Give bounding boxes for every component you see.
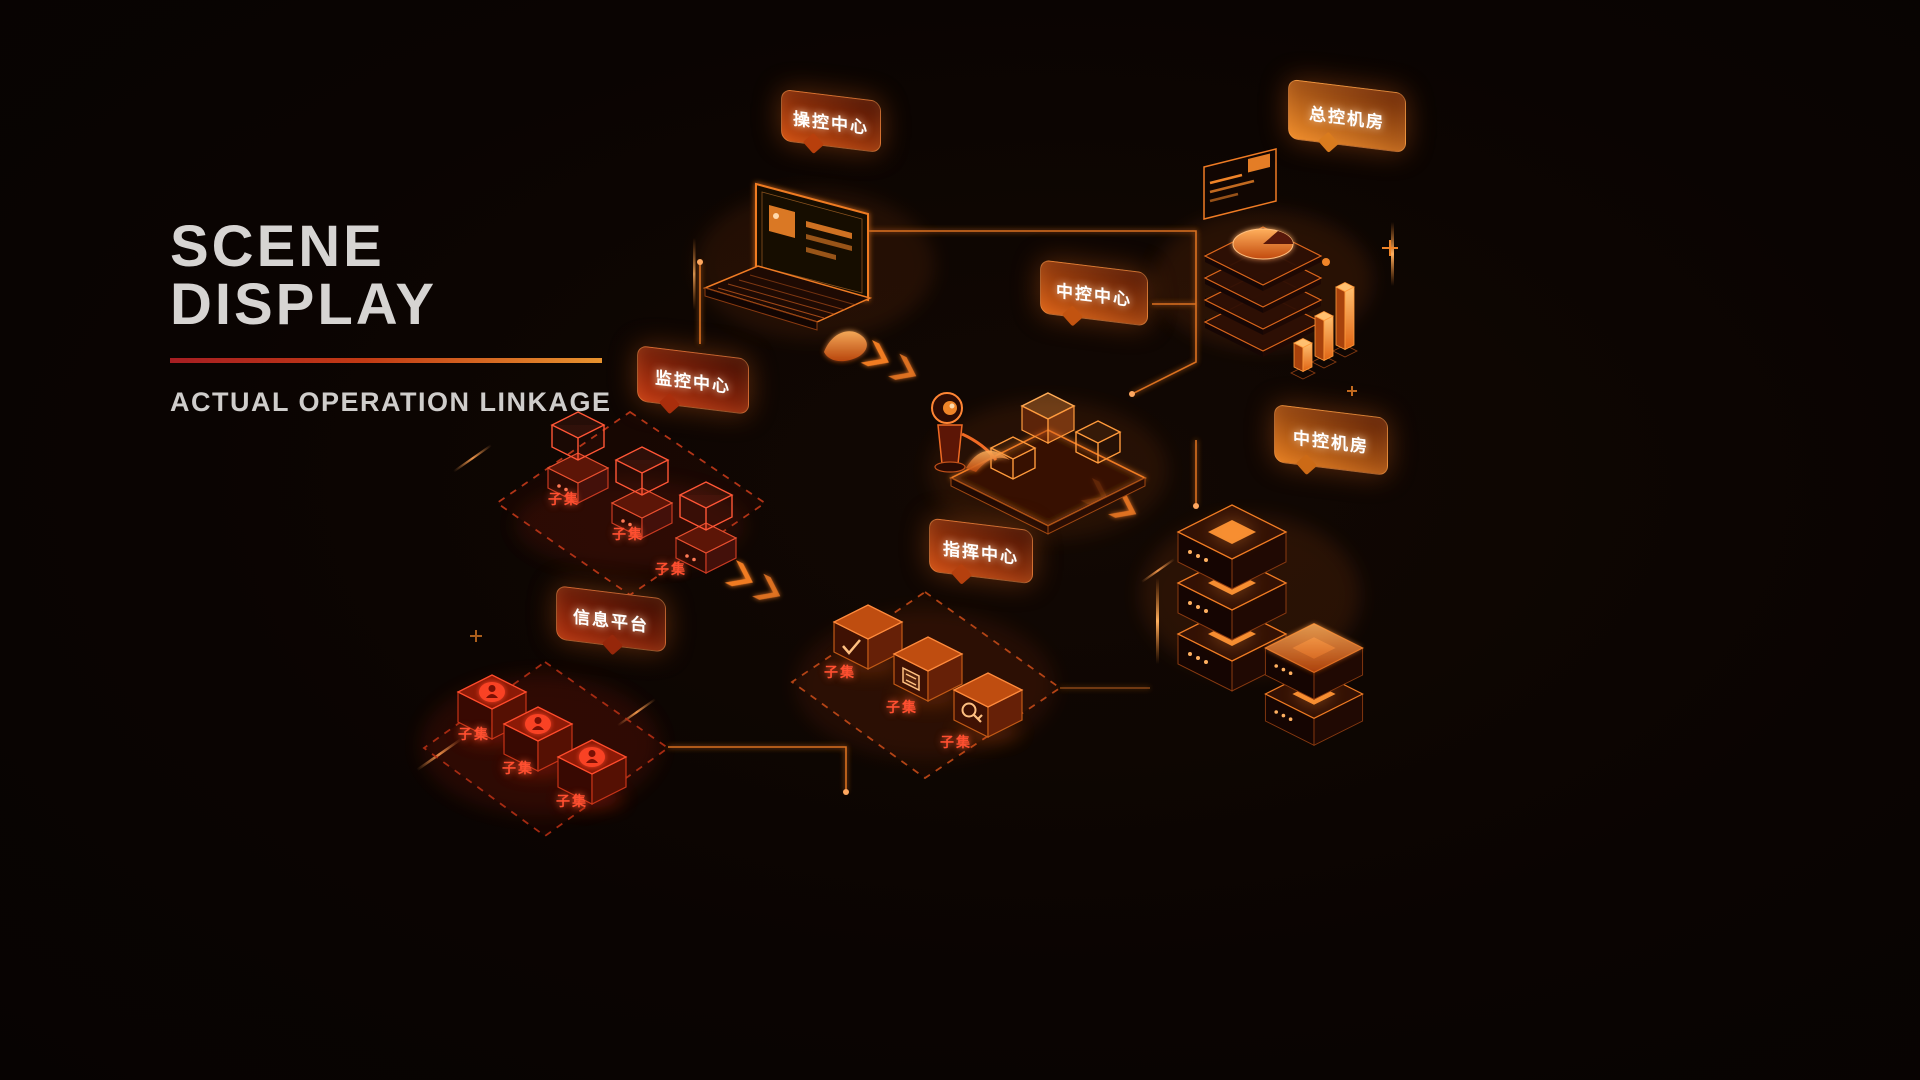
callout-label: 指挥中心: [943, 538, 1019, 568]
callout-label: 总控机房: [1309, 103, 1385, 133]
callout-label: 中控机房: [1293, 427, 1369, 457]
connector-endpoints: [697, 259, 1199, 795]
command-cluster-units: [834, 605, 1022, 741]
glow-blob: [824, 331, 867, 362]
check-icon: [842, 639, 861, 655]
subset-label: 子集: [502, 760, 534, 776]
connector-lines: [668, 230, 1197, 792]
page-subtitle: ACTUAL OPERATION LINKAGE: [170, 387, 612, 417]
subset-label: 子集: [886, 699, 918, 715]
solid-cube: [1020, 392, 1076, 444]
subset-label: 子集: [458, 726, 490, 742]
server-stack-illustration: [1178, 505, 1363, 745]
subset-label: 子集: [612, 526, 644, 542]
subset-label: 子集: [556, 793, 588, 809]
subset-label: 子集: [940, 734, 972, 750]
information-cluster-units: [458, 675, 626, 808]
sparkles: [470, 240, 1398, 642]
master-control-stack-illustration: [1203, 148, 1330, 358]
person-icon: [479, 682, 505, 702]
callout-label: 信息平台: [573, 606, 649, 636]
callout-label: 监控中心: [655, 367, 731, 397]
callout-label: 操控中心: [793, 108, 869, 138]
subset-label: 子集: [548, 491, 580, 507]
glowing-server-top: [1266, 624, 1362, 672]
document-icon: [902, 666, 920, 692]
subset-label: 子集: [655, 561, 687, 577]
pie-chart-icon: [1232, 228, 1294, 260]
flow-arrow-laptop-to-platform: [860, 340, 917, 380]
person-icon: [525, 714, 551, 734]
bar-chart-illustration: [1290, 282, 1358, 380]
title-block: SCENE DISPLAY ACTUAL OPERATION LINKAGE: [170, 218, 690, 418]
laptop-illustration: [702, 182, 873, 362]
subset-label: 子集: [824, 664, 856, 680]
key-icon: [961, 702, 983, 723]
person-icon: [579, 747, 605, 767]
camera-robot: [931, 392, 1010, 473]
callout-label: 中控中心: [1056, 280, 1132, 310]
page-title: SCENE DISPLAY: [170, 214, 438, 337]
camera-platform-illustration: [931, 392, 1147, 535]
flow-arrow-monitor-to-command: [724, 560, 781, 600]
title-underline: [170, 358, 602, 363]
report-panel: [1203, 148, 1277, 220]
